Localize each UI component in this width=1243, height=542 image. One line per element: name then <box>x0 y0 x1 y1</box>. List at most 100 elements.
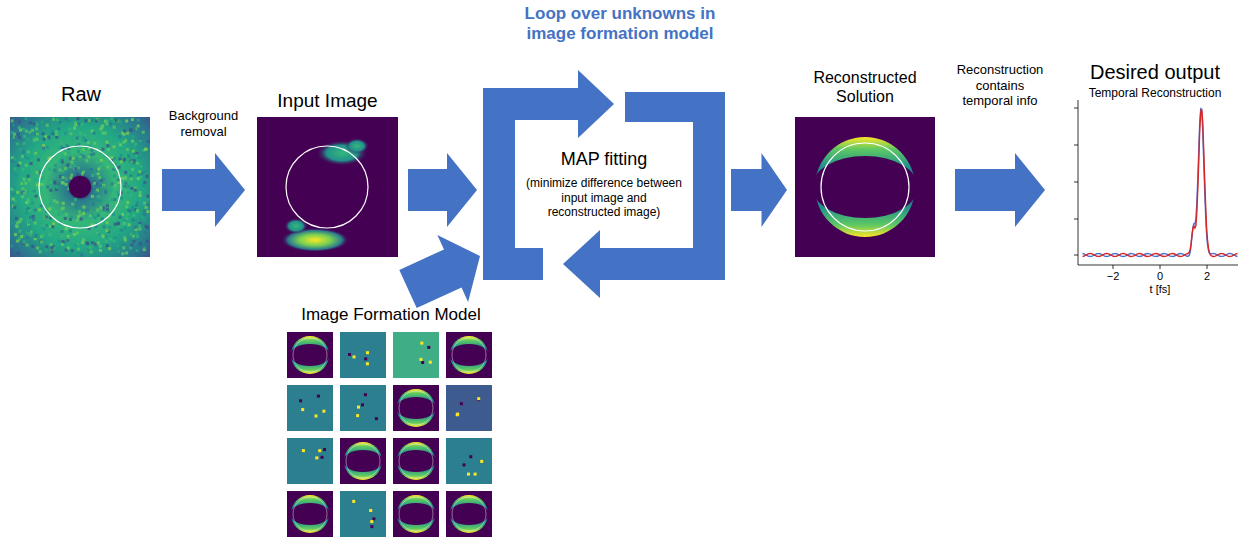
basis-tile <box>340 491 386 537</box>
noise-dot <box>20 139 23 142</box>
noise-dot <box>90 168 93 171</box>
tile-speck <box>366 362 369 365</box>
noise-dot <box>33 190 36 193</box>
tile-speck <box>315 456 318 459</box>
noise-dot <box>109 238 112 241</box>
noise-dot <box>101 132 104 135</box>
tile-speck <box>469 455 472 458</box>
noise-dot <box>138 170 141 173</box>
noise-dot <box>99 245 102 248</box>
noise-dot <box>43 224 46 227</box>
noise-dot <box>102 184 105 187</box>
noise-dot <box>38 208 41 211</box>
noise-dot <box>50 250 53 253</box>
noise-dot <box>126 132 129 135</box>
noise-dot <box>94 217 97 220</box>
image-panel: Desired outputTemporal Reconstruction <box>1070 60 1240 300</box>
noise-dot <box>105 205 108 208</box>
noise-dot <box>117 222 120 225</box>
tile-speck <box>317 395 320 398</box>
loop-arrows <box>483 70 725 298</box>
noise-dot <box>81 139 84 142</box>
noise-dot <box>27 157 30 160</box>
noise-dot <box>17 252 20 255</box>
noise-dot <box>139 176 142 179</box>
noise-dot <box>82 206 85 209</box>
noise-dot <box>43 138 46 141</box>
noise-dot <box>68 151 71 154</box>
noise-dot <box>136 159 139 162</box>
noise-dot <box>77 117 80 120</box>
noise-dot <box>62 182 65 185</box>
noise-dot <box>36 247 39 250</box>
plot <box>1074 100 1238 269</box>
raw-ground <box>10 117 150 257</box>
y-axis <box>1078 100 1079 265</box>
tile-speck <box>463 463 466 466</box>
noise-dot <box>26 236 29 239</box>
noise-dot <box>91 174 94 177</box>
basis-tile <box>393 385 439 431</box>
noise-dot <box>147 222 150 225</box>
loop-head <box>578 70 614 138</box>
noise-dot <box>48 137 51 140</box>
tile-speck <box>315 415 318 418</box>
tile-speck <box>366 351 369 354</box>
noise-dot <box>104 191 107 194</box>
noise-dot <box>116 245 119 248</box>
noise-dot <box>37 158 40 161</box>
panel-heading: Image Formation Model <box>301 305 481 325</box>
tick-label: 0 <box>1145 270 1175 283</box>
noise-dot <box>91 241 94 244</box>
panel-heading: Raw <box>61 82 101 106</box>
noise-dot <box>23 128 26 131</box>
noise-dot <box>127 185 130 188</box>
tile-speck <box>467 473 470 476</box>
noise-dot <box>18 126 21 129</box>
noise-dot <box>34 240 37 243</box>
noise-dot <box>69 165 72 168</box>
noise <box>10 117 150 257</box>
noise-dot <box>72 157 75 160</box>
panel-heading: Desired output <box>1090 60 1220 84</box>
noise-dot <box>79 211 82 214</box>
noise-dot <box>81 241 84 244</box>
tile-speck <box>456 413 459 416</box>
noise-dot <box>137 128 140 131</box>
noise-dot <box>139 137 142 140</box>
panel-heading: Input Image <box>277 90 377 113</box>
noise-dot <box>23 142 26 145</box>
noise-dot <box>120 169 123 172</box>
noise-dot <box>136 201 139 204</box>
noise-dot <box>27 175 30 178</box>
noise-dot <box>70 174 73 177</box>
noise-dot <box>49 203 52 206</box>
noise-dot <box>27 229 30 232</box>
noise-dot <box>34 178 37 181</box>
noise-dot <box>52 226 55 229</box>
noise-dot <box>23 192 26 195</box>
noise-dot <box>82 239 85 242</box>
noise-dot <box>142 184 145 187</box>
noise-dot <box>100 159 103 162</box>
noise-dot <box>131 135 134 138</box>
noise-dot <box>69 176 72 179</box>
block-arrow <box>399 235 480 308</box>
noise-dot <box>126 201 129 204</box>
noise-dot <box>42 227 45 230</box>
noise-dot <box>101 234 104 237</box>
noise-dot <box>27 221 30 224</box>
noise-dot <box>12 124 15 127</box>
noise-dot <box>95 161 98 164</box>
noise-dot <box>77 150 80 153</box>
noise-dot <box>82 155 85 158</box>
noise-dot <box>21 195 24 198</box>
noise-dot <box>34 137 37 140</box>
noise-dot <box>23 241 26 244</box>
noise-dot <box>28 199 31 202</box>
noise-dot <box>78 210 81 213</box>
tile-speck <box>421 361 424 364</box>
noise-dot <box>139 194 142 197</box>
tile-speck <box>353 355 356 358</box>
